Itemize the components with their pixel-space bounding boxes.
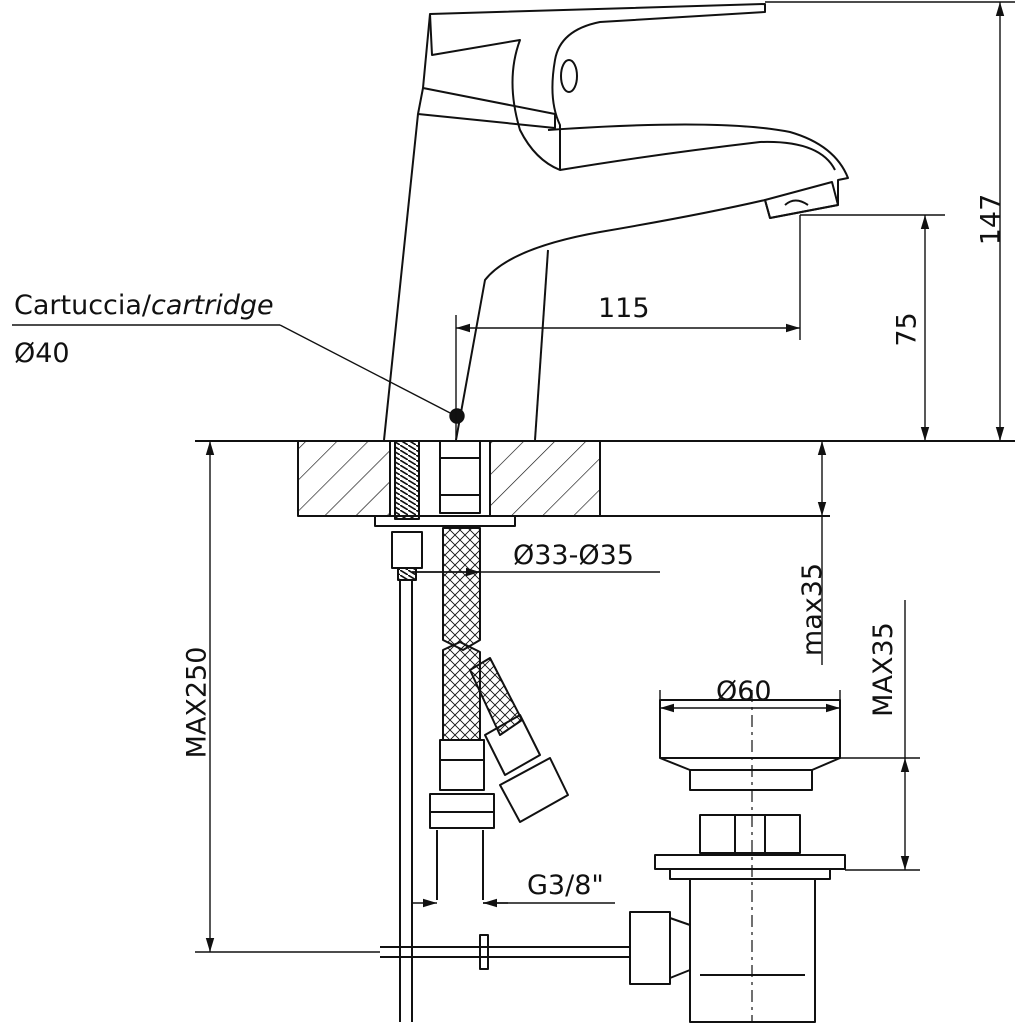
cartridge-label: Cartuccia/cartridge bbox=[14, 292, 274, 319]
dim-thread-label: G3/8" bbox=[527, 870, 604, 901]
cartridge-label-italic: cartridge bbox=[151, 290, 274, 321]
dim-waste-60 bbox=[659, 690, 841, 713]
dim-147 bbox=[765, 1, 1015, 441]
dim-75-label: 75 bbox=[891, 312, 923, 347]
cartridge-diameter: Ø40 bbox=[14, 338, 70, 369]
dim-waste-max35-label: MAX35 bbox=[867, 622, 899, 717]
dim-max250-label: MAX250 bbox=[181, 646, 213, 759]
cartridge-leader bbox=[12, 324, 465, 424]
faucet-body bbox=[383, 3, 849, 441]
countertop-section bbox=[195, 440, 1015, 517]
dim-hole-label: Ø33-Ø35 bbox=[513, 540, 634, 571]
dim-115-label: 115 bbox=[598, 293, 650, 324]
dim-max35-deck-label: max35 bbox=[797, 562, 829, 657]
dim-147-label: 147 bbox=[975, 193, 1007, 246]
dim-waste-max35 bbox=[840, 600, 920, 871]
popup-waste bbox=[629, 690, 846, 1023]
dim-waste-60-label: Ø60 bbox=[716, 676, 772, 707]
dim-115 bbox=[455, 215, 801, 440]
mounting-stud bbox=[374, 440, 516, 1022]
dim-max250 bbox=[195, 440, 390, 953]
dim-75 bbox=[800, 214, 945, 441]
cartridge-label-prefix: Cartuccia/ bbox=[14, 290, 152, 321]
lift-rod bbox=[380, 934, 630, 970]
flex-hoses bbox=[429, 440, 569, 900]
